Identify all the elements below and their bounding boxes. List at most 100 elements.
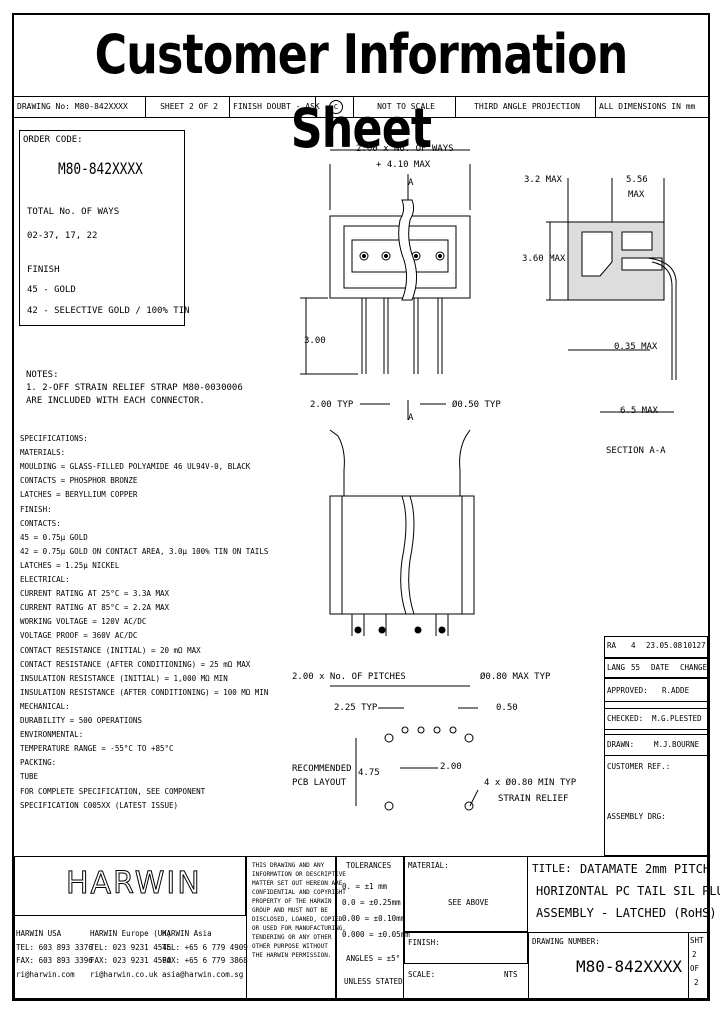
finish-title: FINISH (27, 265, 60, 275)
legal-box (246, 856, 336, 999)
legal-line: THE HARWIN PERMISSION. (252, 952, 332, 959)
spec-line: ELECTRICAL: (20, 575, 70, 584)
title-label: TITLE: (532, 862, 572, 875)
office-name: HARWIN USA (16, 929, 62, 938)
spec-line: INSULATION RESISTANCE (AFTER CONDITIONIN… (20, 687, 269, 697)
rev-lang: 55 (631, 663, 641, 672)
dim-plus-max: + 4.10 MAX (376, 160, 431, 170)
pcb-2-00: 2.00 (440, 762, 462, 772)
office-tel: TEL: 603 893 3376 (16, 942, 93, 952)
spec-line: CURRENT RATING AT 25°C = 3.3A MAX (20, 589, 170, 599)
rev-row-1 (604, 636, 708, 658)
dim-pin-dia: Ø0.50 TYP (452, 400, 501, 410)
spec-line: CURRENT RATING AT 85°C = 2.2A MAX (20, 603, 170, 613)
dim-pitch-typ: 2.00 TYP (310, 400, 354, 410)
spec-line: SPECIFICATIONS: (20, 434, 88, 443)
note-line: 1. 2-OFF STRAIN RELIEF STRAP M80-0030006 (26, 383, 243, 393)
pcb-layout-label: PCB LAYOUT (292, 778, 347, 788)
drawing-number-label: DRAWING NUMBER: (532, 937, 600, 946)
office-name: HARWIN Asia (162, 929, 212, 938)
spec-line: CONTACTS: (20, 518, 61, 528)
legal-line: DISCLOSED, LOANED, COPIED (252, 916, 343, 923)
rev-date: 23.05.08 (646, 641, 683, 650)
pcb-recommended: RECOMMENDED (292, 764, 352, 774)
spec-line: MECHANICAL: (20, 701, 70, 711)
tolerance-line: 0.0 = ±0.25mm (342, 898, 401, 907)
dim-5-56-max: MAX (628, 190, 645, 200)
tolerances-box (336, 856, 404, 999)
approved-row (604, 678, 708, 702)
office-email: ri@harwin.co.uk (90, 969, 158, 979)
drawing-sheet-border (12, 13, 710, 1001)
legal-line: PROPERTY OF THE HARWIN (252, 898, 332, 905)
office-tel: TEL: 023 9231 4545 (90, 942, 172, 952)
office-tel: TEL: +65 6 779 4909 (162, 942, 248, 952)
spec-line: PACKING: (20, 758, 57, 768)
material-label: MATERIAL: (408, 861, 449, 870)
office-email: asia@harwin.com.sg (162, 969, 244, 979)
dim-6-5-max: 6.5 MAX (620, 406, 658, 416)
office-email: ri@harwin.com (16, 969, 75, 979)
spec-line: 42 = 0.75μ GOLD ON CONTACT AREA, 3.0μ 10… (20, 546, 269, 556)
finish-label: FINISH: (408, 938, 440, 947)
copyright-cell: C (316, 97, 354, 117)
legal-line: OR USED FOR MANUFACTURING, (252, 925, 346, 932)
office-name: HARWIN Europe (UK) (90, 929, 172, 938)
legal-line: INFORMATION OR DESCRIPTIVE (252, 871, 346, 878)
tolerance-line: 0. = ±1 mm (342, 882, 388, 891)
copyright-icon: C (329, 100, 343, 114)
drawn-row (604, 734, 708, 756)
material-box (404, 856, 528, 932)
pcb-2-25-typ: 2.25 TYP (334, 703, 378, 713)
legal-line: MATTER SET OUT HEREON ARE (252, 880, 343, 887)
page-title: Customer Information Sheet (94, 23, 629, 160)
rev-change-label: CHANGE (680, 663, 708, 672)
tolerances-title: TOLERANCES (346, 861, 392, 870)
order-code-label: ORDER CODE: (23, 135, 83, 145)
assembly-drg: ASSEMBLY DRG: (607, 812, 666, 821)
scale-value: NTS (504, 970, 518, 979)
sht-a: 2 (692, 950, 697, 959)
rev-num: 4 (631, 641, 636, 650)
harwin-logo: HARWIN (66, 866, 202, 901)
spec-line: WORKING VOLTAGE = 120V AC/DC (20, 617, 147, 627)
ways-values: 02-37, 17, 22 (27, 231, 98, 241)
section-view (546, 178, 677, 413)
order-code: M80-842XXXX (58, 159, 143, 178)
spec-line: FINISH: (20, 504, 52, 514)
dim-ways-width: 2.00 x No. OF WAYS (356, 144, 454, 154)
ways-title: TOTAL No. OF WAYS (27, 207, 120, 217)
spec-line: 45 = 0.75μ GOLD (20, 532, 88, 542)
spec-line: VOLTAGE PROOF = 360V AC/DC (20, 631, 138, 641)
drawing-no-cell: DRAWING No: M80-842XXXX (14, 97, 146, 117)
spec-line: CONTACT RESISTANCE (INITIAL) = 20 mΩ MAX (20, 645, 201, 655)
spec-line: INSULATION RESISTANCE (INITIAL) = 1,000 … (20, 673, 228, 683)
legal-line: THIS DRAWING AND ANY (252, 862, 325, 869)
sheet-box (688, 932, 708, 999)
pcb-pitches: 2.00 x No. OF PITCHES (292, 672, 406, 682)
customer-ref: CUSTOMER REF.: (607, 762, 671, 771)
pcb-hole-dia: Ø0.80 MAX TYP (480, 672, 551, 682)
checked-row (604, 708, 708, 730)
title-line: HORIZONTAL PC TAIL SIL PLUG (536, 884, 720, 898)
sht-b: 2 (694, 978, 699, 987)
finish-45: 45 - GOLD (27, 285, 76, 295)
finish-42: 42 - SELECTIVE GOLD / 100% TIN (27, 306, 190, 316)
spec-line: LATCHES = 1.25μ NICKEL (20, 560, 120, 570)
order-code-box (19, 130, 185, 326)
pcb-layout-view (330, 685, 479, 811)
drawn-label: DRAWN: (607, 740, 635, 749)
note-line: NOTES: (26, 370, 59, 380)
legal-line: GROUP AND MUST NOT BE (252, 907, 328, 914)
section-mark-bottom: A (408, 413, 414, 423)
dim-5-56: 5.56 (626, 175, 648, 185)
spec-line: MOULDING = GLASS-FILLED POLYAMIDE 46 UL9… (20, 462, 251, 472)
spec-line: CONTACT RESISTANCE (AFTER CONDITIONING) … (20, 659, 251, 669)
legal-line: TENDERING OR ANY OTHER (252, 934, 332, 941)
spec-line: CONTACTS = PHOSPHOR BRONZE (20, 476, 138, 486)
tolerance-line: 0.00 = ±0.10mm (342, 914, 406, 923)
spec-line: DURABILITY = 500 OPERATIONS (20, 716, 142, 725)
note-line: ARE INCLUDED WITH EACH CONNECTOR. (26, 396, 205, 406)
projection-cell: THIRD ANGLE PROJECTION (456, 97, 596, 117)
